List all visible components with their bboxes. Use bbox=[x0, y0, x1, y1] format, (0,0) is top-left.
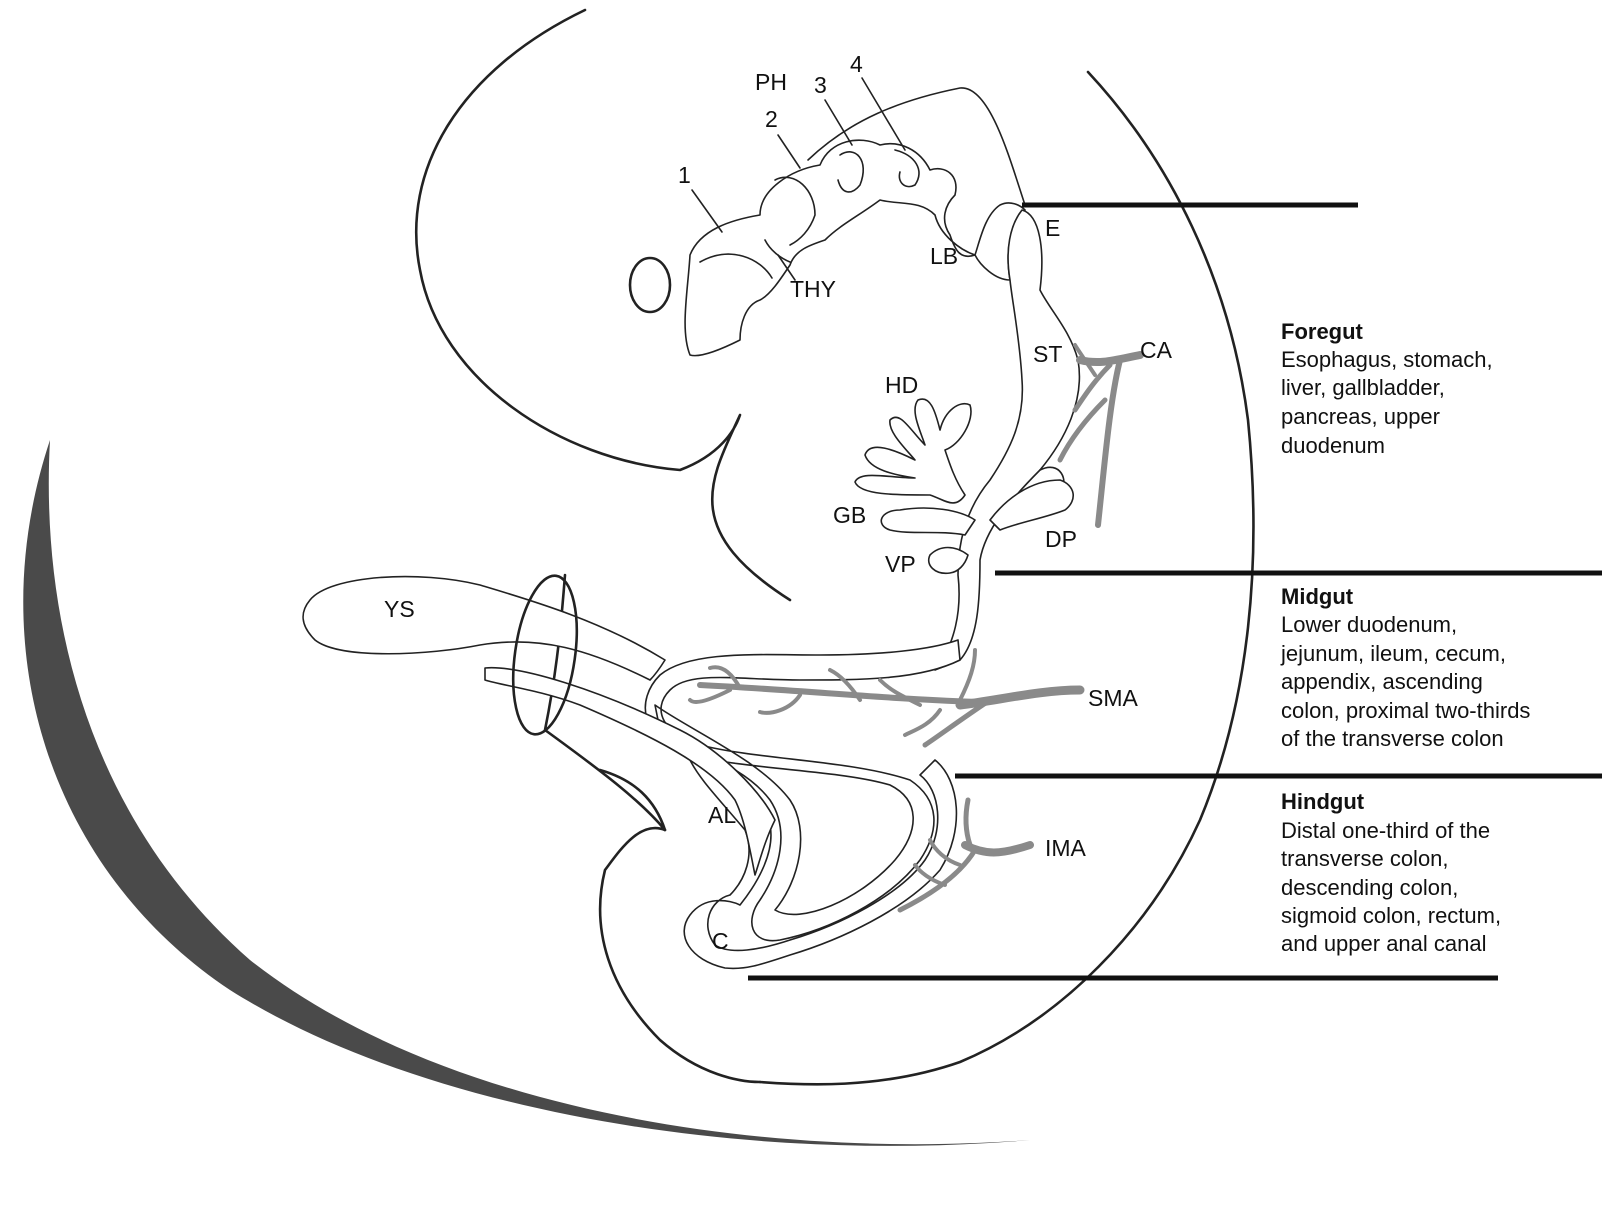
label-ys: YS bbox=[384, 596, 415, 622]
leader-arch3 bbox=[825, 100, 852, 145]
midgut-line-5: of the transverse colon bbox=[1281, 726, 1504, 751]
midgut-line-3: appendix, ascending bbox=[1281, 669, 1483, 694]
label-dp: DP bbox=[1045, 526, 1077, 552]
label-al: AL bbox=[708, 802, 736, 828]
leader-arch4 bbox=[862, 78, 905, 150]
foregut-caption: Foregut Esophagus, stomach, liver, gallb… bbox=[1281, 319, 1493, 458]
leader-arch2 bbox=[778, 135, 800, 168]
hindgut-line-2: transverse colon, bbox=[1281, 846, 1449, 871]
midgut-line-4: colon, proximal two-thirds bbox=[1281, 698, 1530, 723]
label-ima: IMA bbox=[1045, 835, 1087, 861]
label-hd: HD bbox=[885, 372, 918, 398]
label-thy: THY bbox=[790, 276, 836, 302]
label-arch-3: 3 bbox=[814, 72, 827, 98]
label-ph: PH bbox=[755, 69, 787, 95]
foregut-line-2: liver, gallbladder, bbox=[1281, 375, 1445, 400]
midgut-line-1: Lower duodenum, bbox=[1281, 612, 1457, 637]
gallbladder bbox=[881, 508, 975, 535]
hindgut-line-4: sigmoid colon, rectum, bbox=[1281, 903, 1501, 928]
midgut-title: Midgut bbox=[1281, 584, 1354, 609]
label-lb: LB bbox=[930, 243, 958, 269]
label-gb: GB bbox=[833, 502, 866, 528]
pharynx bbox=[685, 140, 1025, 355]
eye-placode bbox=[630, 258, 670, 312]
midgut-line-2: jejunum, ileum, cecum, bbox=[1280, 641, 1506, 666]
label-arch-1: 1 bbox=[678, 162, 691, 188]
hindgut-caption: Hindgut Distal one-third of the transver… bbox=[1281, 789, 1501, 956]
yolk-sac bbox=[303, 577, 665, 680]
label-vp: VP bbox=[885, 551, 916, 577]
label-sma: SMA bbox=[1088, 685, 1139, 711]
foregut-line-3: pancreas, upper bbox=[1281, 404, 1440, 429]
label-c: C bbox=[712, 928, 729, 954]
label-arch-4: 4 bbox=[850, 51, 863, 77]
hindgut-line-5: and upper anal canal bbox=[1281, 931, 1487, 956]
hindgut-line-3: descending colon, bbox=[1281, 875, 1458, 900]
leader-arch1 bbox=[692, 190, 722, 232]
midgut-caption: Midgut Lower duodenum, jejunum, ileum, c… bbox=[1280, 584, 1530, 751]
label-e: E bbox=[1045, 215, 1060, 241]
foregut-line-1: Esophagus, stomach, bbox=[1281, 347, 1493, 372]
label-arch-2: 2 bbox=[765, 106, 778, 132]
foregut-title: Foregut bbox=[1281, 319, 1364, 344]
decorative-crescent bbox=[23, 440, 1030, 1146]
hindgut-title: Hindgut bbox=[1281, 789, 1365, 814]
label-ca: CA bbox=[1140, 337, 1173, 363]
hepatic-diverticulum bbox=[855, 399, 971, 503]
foregut-line-4: duodenum bbox=[1281, 433, 1385, 458]
hindgut-line-1: Distal one-third of the bbox=[1281, 818, 1490, 843]
label-st: ST bbox=[1033, 341, 1062, 367]
allantois bbox=[485, 668, 775, 875]
